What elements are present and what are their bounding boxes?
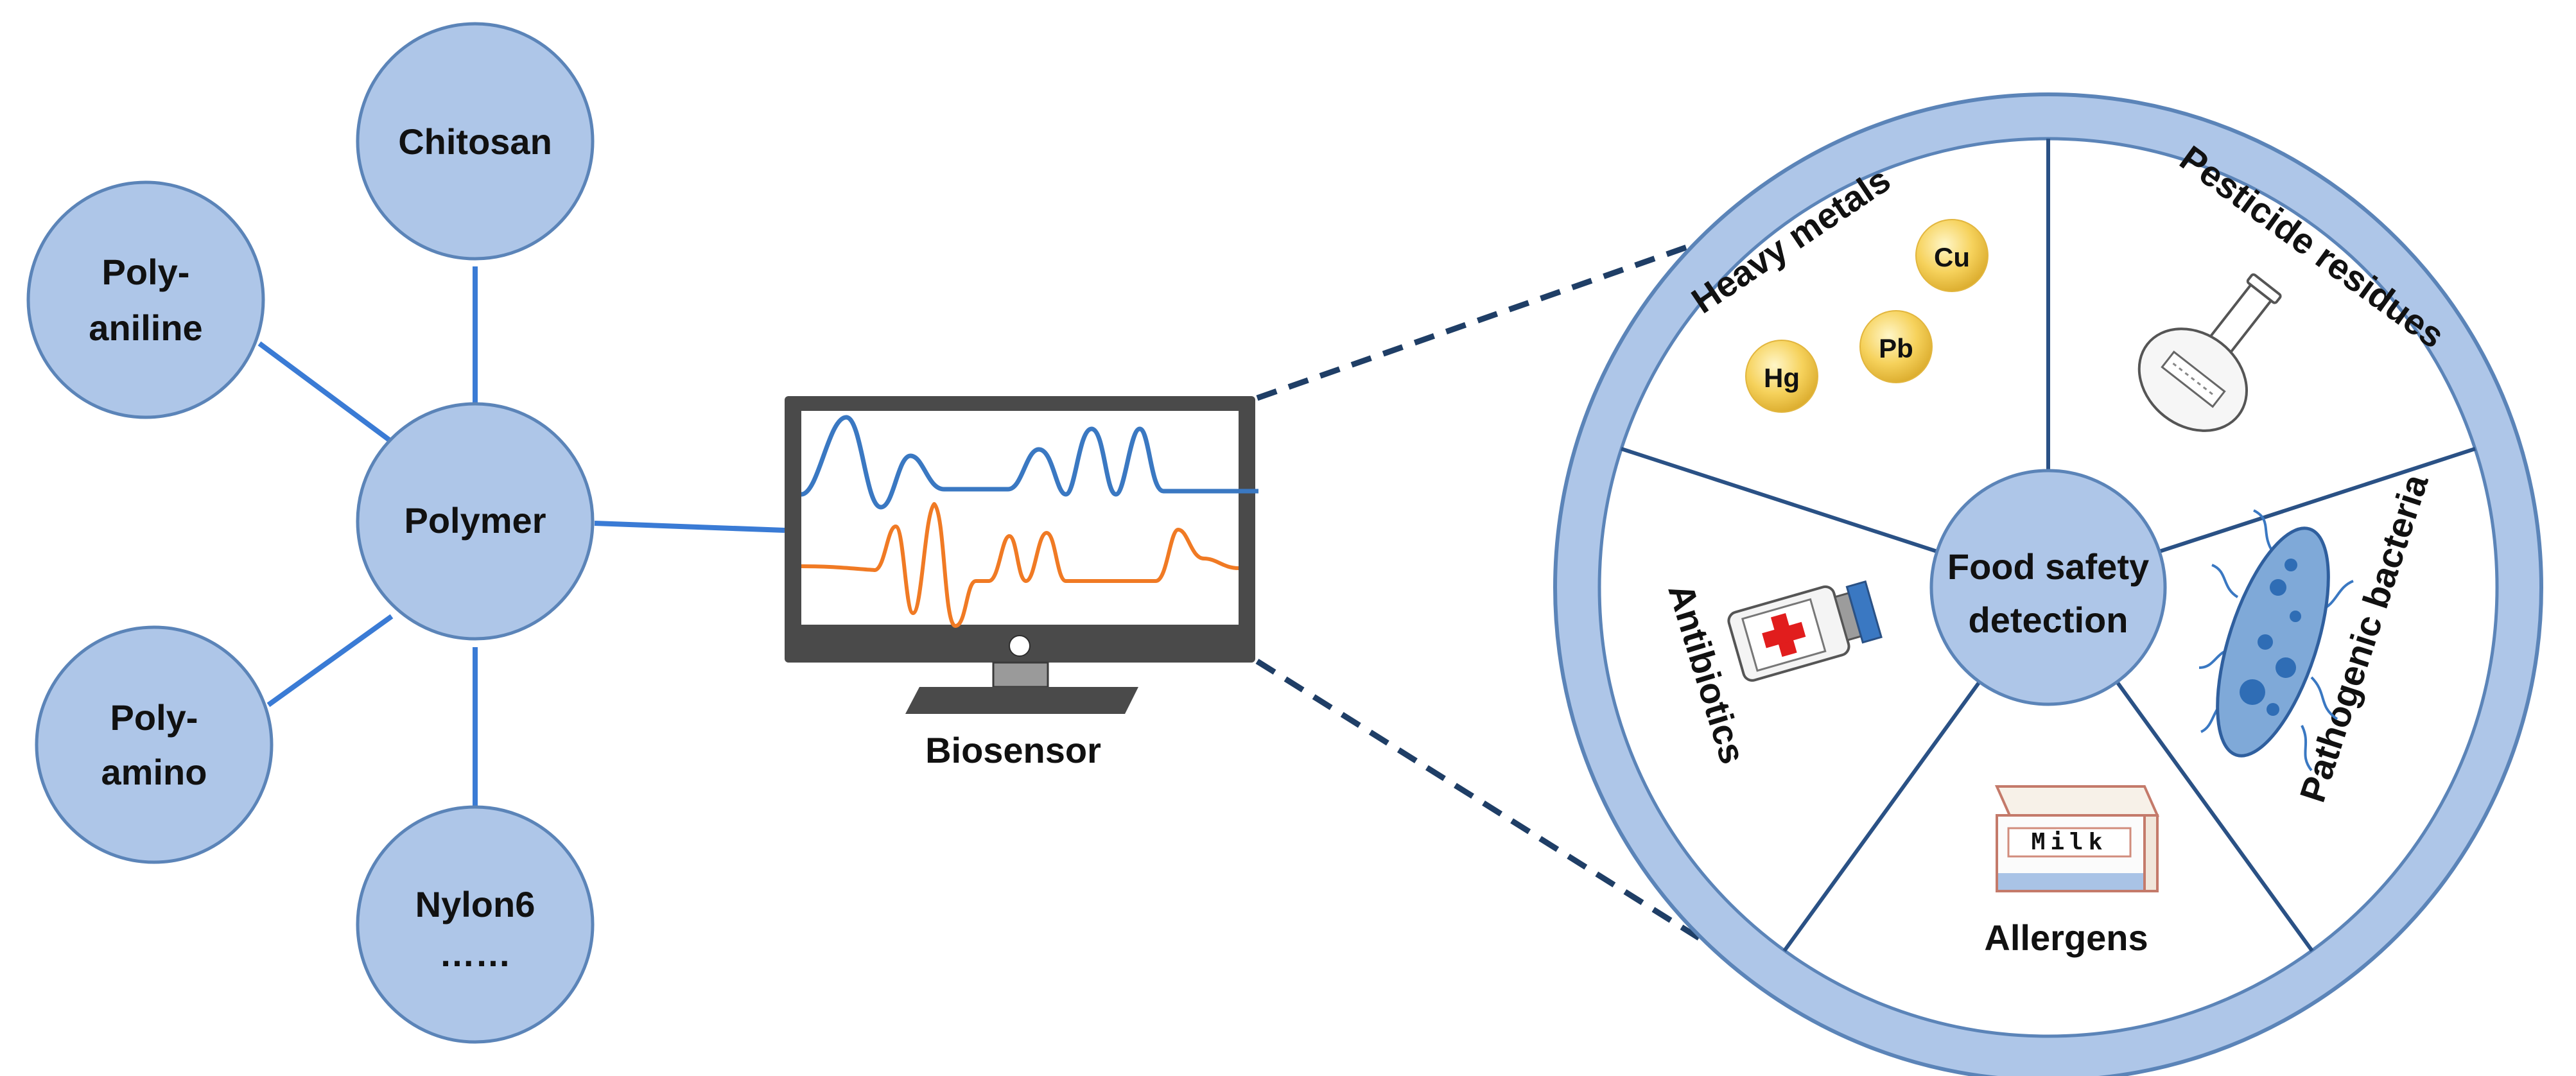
monitor-base — [905, 687, 1138, 714]
node-polyaniline-label-2: aniline — [89, 308, 202, 348]
node-polymer-label: Polymer — [405, 500, 546, 541]
food-safety-center-label-1: Food safety — [1947, 546, 2149, 587]
metal-ions-icon: Cu Pb Hg — [1745, 219, 1989, 413]
ion-cu: Cu — [1934, 242, 1970, 272]
biosensor-monitor: Biosensor — [785, 396, 1258, 770]
polymer-network: Chitosan Poly- aniline Polymer Poly- ami… — [26, 22, 785, 1044]
milk-carton-icon: Milk — [1994, 785, 2160, 892]
node-polyaniline-label-1: Poly- — [102, 252, 190, 292]
biosensor-label: Biosensor — [925, 730, 1101, 770]
node-polyamino: Poly- amino — [35, 625, 274, 864]
link-biosensor — [594, 521, 785, 533]
node-nylon6-label-2: …… — [439, 933, 511, 974]
medicine-bottle-icon — [1727, 580, 1883, 682]
monitor-neck — [992, 661, 1049, 688]
zoom-line-bottom — [1255, 659, 1787, 994]
flask-icon — [2137, 273, 2282, 432]
node-polymer: Polymer — [356, 402, 595, 641]
food-safety-center-label-2: detection — [1969, 600, 2128, 640]
signal-wave-blue — [801, 415, 1258, 510]
node-polyamino-label-2: amino — [101, 752, 207, 792]
link-polyaniline — [257, 341, 394, 444]
signal-wave-orange — [801, 502, 1239, 628]
bacterium-icon — [2198, 509, 2354, 772]
monitor-power-button — [1009, 635, 1031, 657]
wheel-dividers — [1621, 139, 2476, 952]
sector-label-allergens: Allergens — [1984, 917, 2148, 958]
node-polyaniline: Poly- aniline — [26, 180, 265, 419]
milk-carton-text: Milk — [2032, 829, 2108, 855]
node-nylon6-label-1: Nylon6 — [415, 884, 535, 924]
node-polyamino-label-1: Poly- — [110, 697, 198, 738]
node-chitosan: Chitosan — [356, 22, 595, 261]
sector-allergens: Milk Allergens — [1984, 785, 2160, 958]
node-nylon6: Nylon6 …… — [356, 805, 595, 1044]
food-safety-wheel: Food safety detection Heavy metals Cu Pb… — [1553, 92, 2543, 1076]
ion-pb: Pb — [1879, 333, 1913, 363]
link-polyamino — [266, 614, 394, 707]
ion-hg: Hg — [1764, 363, 1800, 393]
food-safety-center — [1929, 469, 2167, 706]
node-chitosan-label: Chitosan — [398, 121, 552, 162]
monitor-screen — [801, 411, 1239, 625]
